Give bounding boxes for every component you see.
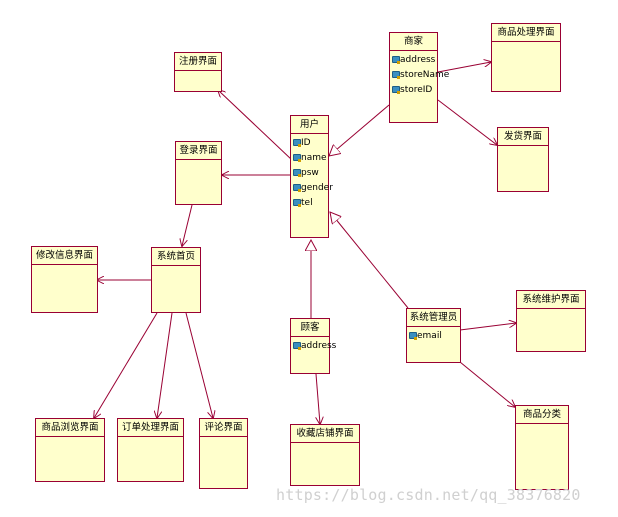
attribute-icon <box>293 342 301 350</box>
class-xitong-shouye[interactable]: 系统首页 <box>151 247 201 313</box>
attribute-list: address storeName storeID <box>390 51 449 97</box>
class-name: 系统首页 <box>152 248 200 266</box>
attribute-icon <box>293 169 301 177</box>
assoc-guanli-fenlei <box>459 361 515 407</box>
attribute: psw <box>293 165 328 180</box>
class-name: 收藏店铺界面 <box>291 425 359 443</box>
attribute: address <box>392 52 437 67</box>
class-yonghu[interactable]: 用户 ID name psw gender tel <box>290 115 333 238</box>
attribute: tel <box>293 195 328 210</box>
class-pinglun[interactable]: 评论界面 <box>199 418 248 489</box>
attribute: address <box>293 338 336 353</box>
attribute-icon <box>293 154 301 162</box>
attribute: name <box>293 150 328 165</box>
class-name: 商品浏览界面 <box>36 419 104 437</box>
attribute-list: ID name psw gender tel <box>291 134 333 210</box>
attribute-icon <box>409 332 417 340</box>
assoc-shangjia-fahuo <box>437 99 497 145</box>
watermark-text: https://blog.csdn.net/qq_38376820 <box>276 486 581 504</box>
assoc-shangjia-shangpinchuli <box>437 62 491 73</box>
assoc-guke-shoucang <box>316 373 320 424</box>
class-name: 系统维护界面 <box>517 291 585 309</box>
gen-guanli-yonghu <box>330 212 409 309</box>
assoc-shouye-pinglun <box>185 312 213 418</box>
class-shangpin-liulan[interactable]: 商品浏览界面 <box>35 418 105 482</box>
class-name: 修改信息界面 <box>32 247 97 265</box>
class-name: 系统管理员 <box>407 309 460 327</box>
class-name: 商品处理界面 <box>492 24 560 42</box>
attribute-list: email <box>407 327 460 343</box>
assoc-denglu-shouye <box>182 204 193 246</box>
attribute-icon <box>392 56 400 64</box>
assoc-shouye-dingdan <box>157 312 173 418</box>
class-name: 商家 <box>390 33 437 51</box>
class-name: 商品分类 <box>516 406 568 424</box>
class-shoucang[interactable]: 收藏店铺界面 <box>290 424 360 486</box>
class-xiugai[interactable]: 修改信息界面 <box>31 246 98 313</box>
class-fahuo[interactable]: 发货界面 <box>497 127 549 192</box>
class-name: 注册界面 <box>175 53 221 71</box>
assoc-guanli-weihu <box>459 323 516 331</box>
assoc-yonghu-zhuce <box>218 90 293 161</box>
class-name: 订单处理界面 <box>118 419 183 437</box>
attribute-icon <box>392 86 400 94</box>
class-dingdan[interactable]: 订单处理界面 <box>117 418 184 482</box>
class-name: 用户 <box>291 116 328 134</box>
class-xitong-guanli[interactable]: 系统管理员 email <box>406 308 461 363</box>
class-name: 顾客 <box>291 319 329 337</box>
assoc-shouye-liulan <box>94 312 158 418</box>
attribute: email <box>409 328 460 343</box>
class-denglu[interactable]: 登录界面 <box>175 141 222 205</box>
class-xitong-weihu[interactable]: 系统维护界面 <box>516 290 586 352</box>
class-guke[interactable]: 顾客 address <box>290 318 336 374</box>
attribute: ID <box>293 135 328 150</box>
attribute-icon <box>293 139 301 147</box>
class-zhuce[interactable]: 注册界面 <box>174 52 222 92</box>
attribute-list: address <box>291 337 336 353</box>
class-name: 发货界面 <box>498 128 548 146</box>
class-shangjia[interactable]: 商家 address storeName storeID <box>389 32 449 123</box>
class-name: 登录界面 <box>176 142 221 160</box>
attribute: storeID <box>392 82 437 97</box>
class-shangpin-fenlei[interactable]: 商品分类 <box>515 405 569 490</box>
attribute-icon <box>293 184 301 192</box>
attribute-icon <box>293 199 301 207</box>
attribute: storeName <box>392 67 449 82</box>
class-shangpin-chuli[interactable]: 商品处理界面 <box>491 23 561 92</box>
gen-shangjia-yonghu <box>329 104 390 156</box>
attribute: gender <box>293 180 333 195</box>
class-name: 评论界面 <box>200 419 247 437</box>
attribute-icon <box>392 71 400 79</box>
